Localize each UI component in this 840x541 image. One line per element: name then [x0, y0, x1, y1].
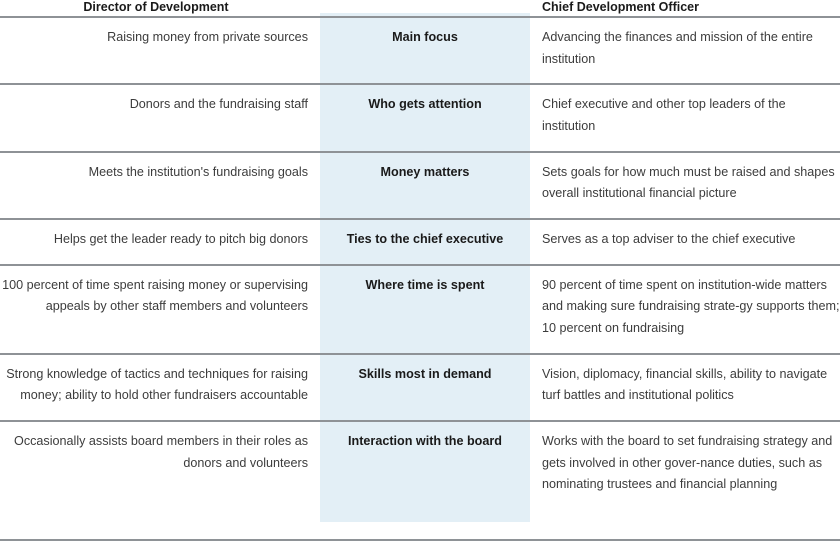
column-header-chief-development-officer: Chief Development Officer [530, 0, 840, 18]
cell-officer-ties-to-chief-executive: Serves as a top adviser to the chief exe… [530, 218, 840, 266]
cell-category-money-matters: Money matters [320, 151, 530, 220]
table-row: Meets the institution's fundraising goal… [0, 151, 840, 220]
cell-officer-money-matters: Sets goals for how much must be raised a… [530, 151, 840, 220]
cell-director-where-time-is-spent: 100 percent of time spent raising money … [0, 264, 320, 355]
cell-officer-skills-most-in-demand: Vision, diplomacy, financial skills, abi… [530, 353, 840, 422]
table-container: Director of Development Chief Developmen… [0, 0, 840, 509]
role-comparison-table: Director of Development Chief Developmen… [0, 0, 840, 509]
table-bottom-rule [0, 539, 840, 541]
table-header-row: Director of Development Chief Developmen… [0, 0, 840, 18]
cell-category-ties-to-chief-executive: Ties to the chief executive [320, 218, 530, 266]
cell-director-skills-most-in-demand: Strong knowledge of tactics and techniqu… [0, 353, 320, 422]
cell-director-ties-to-chief-executive: Helps get the leader ready to pitch big … [0, 218, 320, 266]
cell-category-who-gets-attention: Who gets attention [320, 84, 530, 153]
table-row: Donors and the fundraising staff Who get… [0, 84, 840, 153]
table-row: Strong knowledge of tactics and techniqu… [0, 353, 840, 422]
cell-category-skills-most-in-demand: Skills most in demand [320, 353, 530, 422]
cell-officer-interaction-with-the-board: Works with the board to set fundraising … [542, 433, 833, 492]
cell-officer-who-gets-attention: Chief executive and other top leaders of… [530, 84, 840, 153]
column-header-director-of-development: Director of Development [0, 0, 320, 18]
table-body: Raising money from private sources Main … [0, 17, 840, 509]
cell-officer-where-time-is-spent: 90 percent of time spent on institution-… [530, 264, 840, 355]
table-row: Helps get the leader ready to pitch big … [0, 218, 840, 266]
cell-category-main-focus: Main focus [320, 17, 530, 86]
table-header: Director of Development Chief Developmen… [0, 0, 840, 18]
column-header-category [320, 0, 530, 18]
cell-officer-main-focus: Advancing the finances and mission of th… [530, 17, 840, 86]
cell-director-interaction-with-the-board: Occasionally assists board members in th… [14, 433, 308, 470]
table-row: Occasionally assists board members in th… [0, 421, 840, 509]
cell-category-interaction-with-the-board: Interaction with the board [348, 433, 502, 448]
cell-category-where-time-is-spent: Where time is spent [320, 264, 530, 355]
cell-director-who-gets-attention: Donors and the fundraising staff [0, 84, 320, 153]
table-row: Raising money from private sources Main … [0, 17, 840, 86]
cell-director-main-focus: Raising money from private sources [0, 17, 320, 86]
cell-director-money-matters: Meets the institution's fundraising goal… [0, 151, 320, 220]
table-row: 100 percent of time spent raising money … [0, 264, 840, 355]
